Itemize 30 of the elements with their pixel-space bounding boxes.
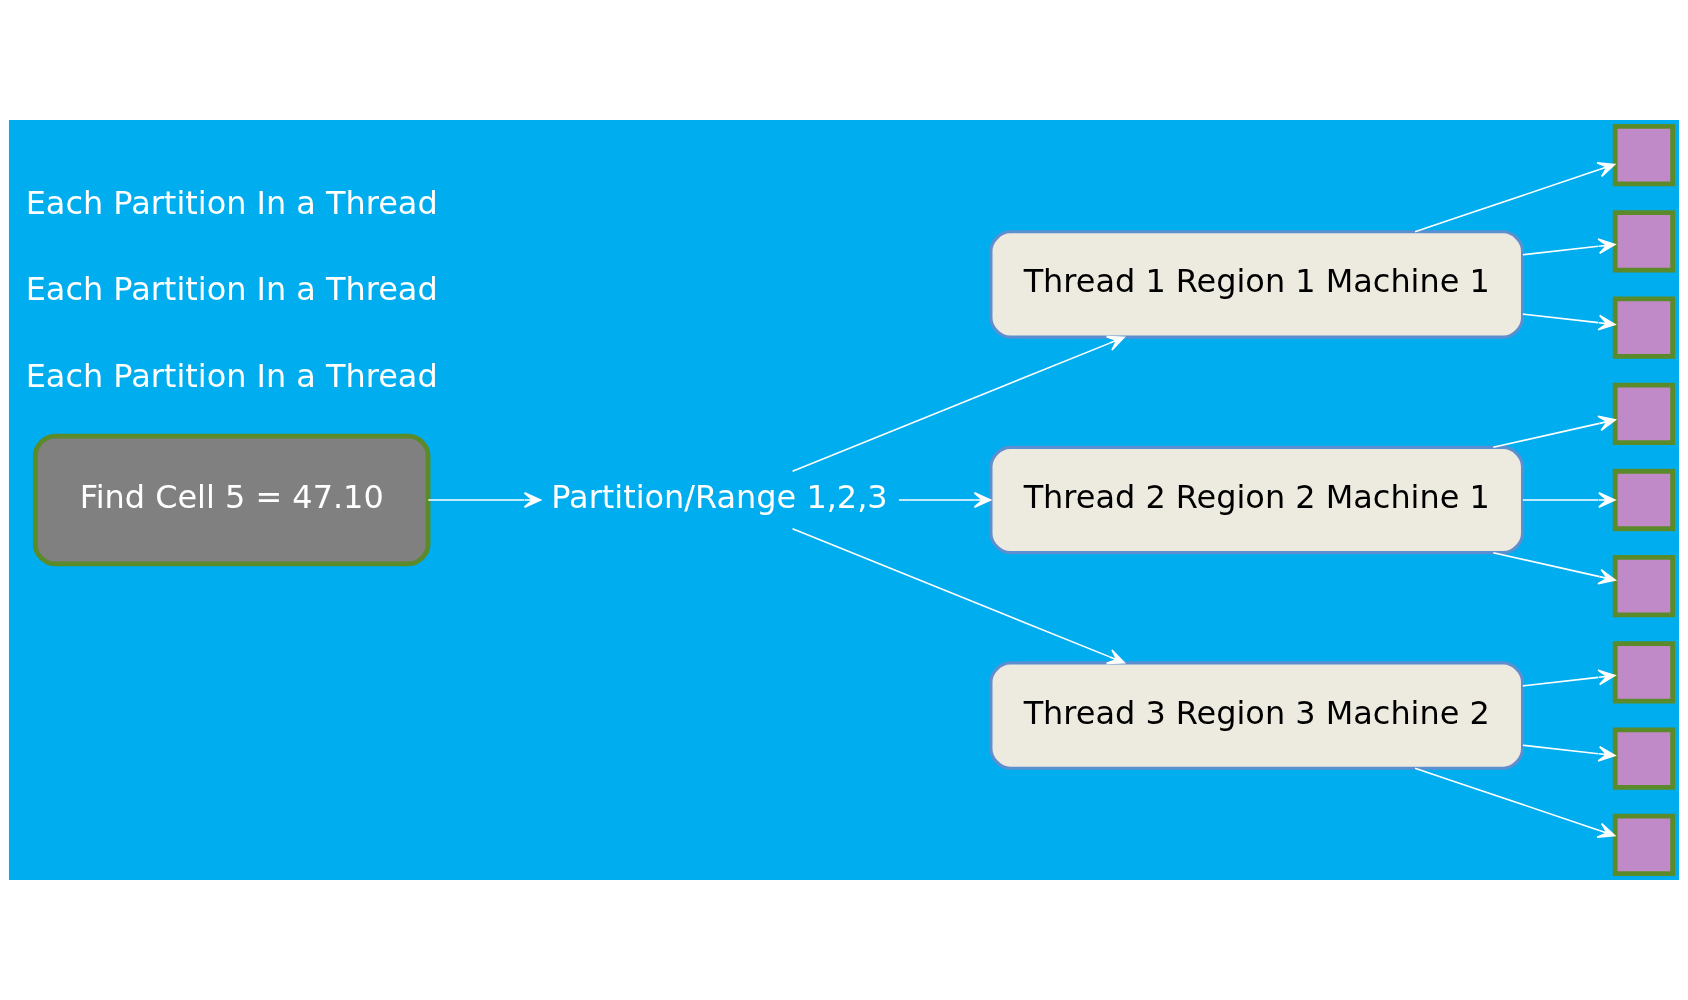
- arrow: [1522, 669, 1616, 687]
- arrow: [1522, 313, 1616, 331]
- node-box: [1612, 641, 1676, 704]
- arrow: [1492, 551, 1616, 585]
- arrow: [1492, 415, 1616, 449]
- arrow: [1414, 767, 1616, 839]
- node-box: Thread 1 Region 1 Machine 1: [989, 230, 1525, 339]
- arrow: [1522, 238, 1616, 256]
- node-box: [1612, 555, 1676, 618]
- node-box: [1612, 813, 1676, 876]
- node-box: [1612, 727, 1676, 790]
- node-text: Partition/Range 1,2,3: [551, 477, 888, 516]
- node-box: [1612, 124, 1676, 187]
- node-box: Thread 2 Region 2 Machine 1: [989, 445, 1525, 555]
- label: Each Partition In a Thread: [25, 184, 438, 223]
- node-box: Find Cell 5 = 47.10: [32, 433, 431, 567]
- arrow: [1414, 161, 1616, 233]
- arrow: [1522, 492, 1616, 508]
- node-box: [1612, 382, 1676, 445]
- node-box: [1612, 210, 1676, 273]
- node-box: [1612, 468, 1676, 532]
- label: Each Partition In a Thread: [25, 270, 438, 309]
- arrow: [898, 492, 992, 508]
- arrow: [791, 528, 1125, 665]
- arrow: [791, 335, 1125, 472]
- arrow: [427, 492, 542, 508]
- label: Each Partition In a Thread: [25, 356, 438, 395]
- node-box: Thread 3 Region 3 Machine 2: [989, 661, 1525, 770]
- arrow: [1522, 744, 1616, 762]
- node-box: [1612, 296, 1676, 359]
